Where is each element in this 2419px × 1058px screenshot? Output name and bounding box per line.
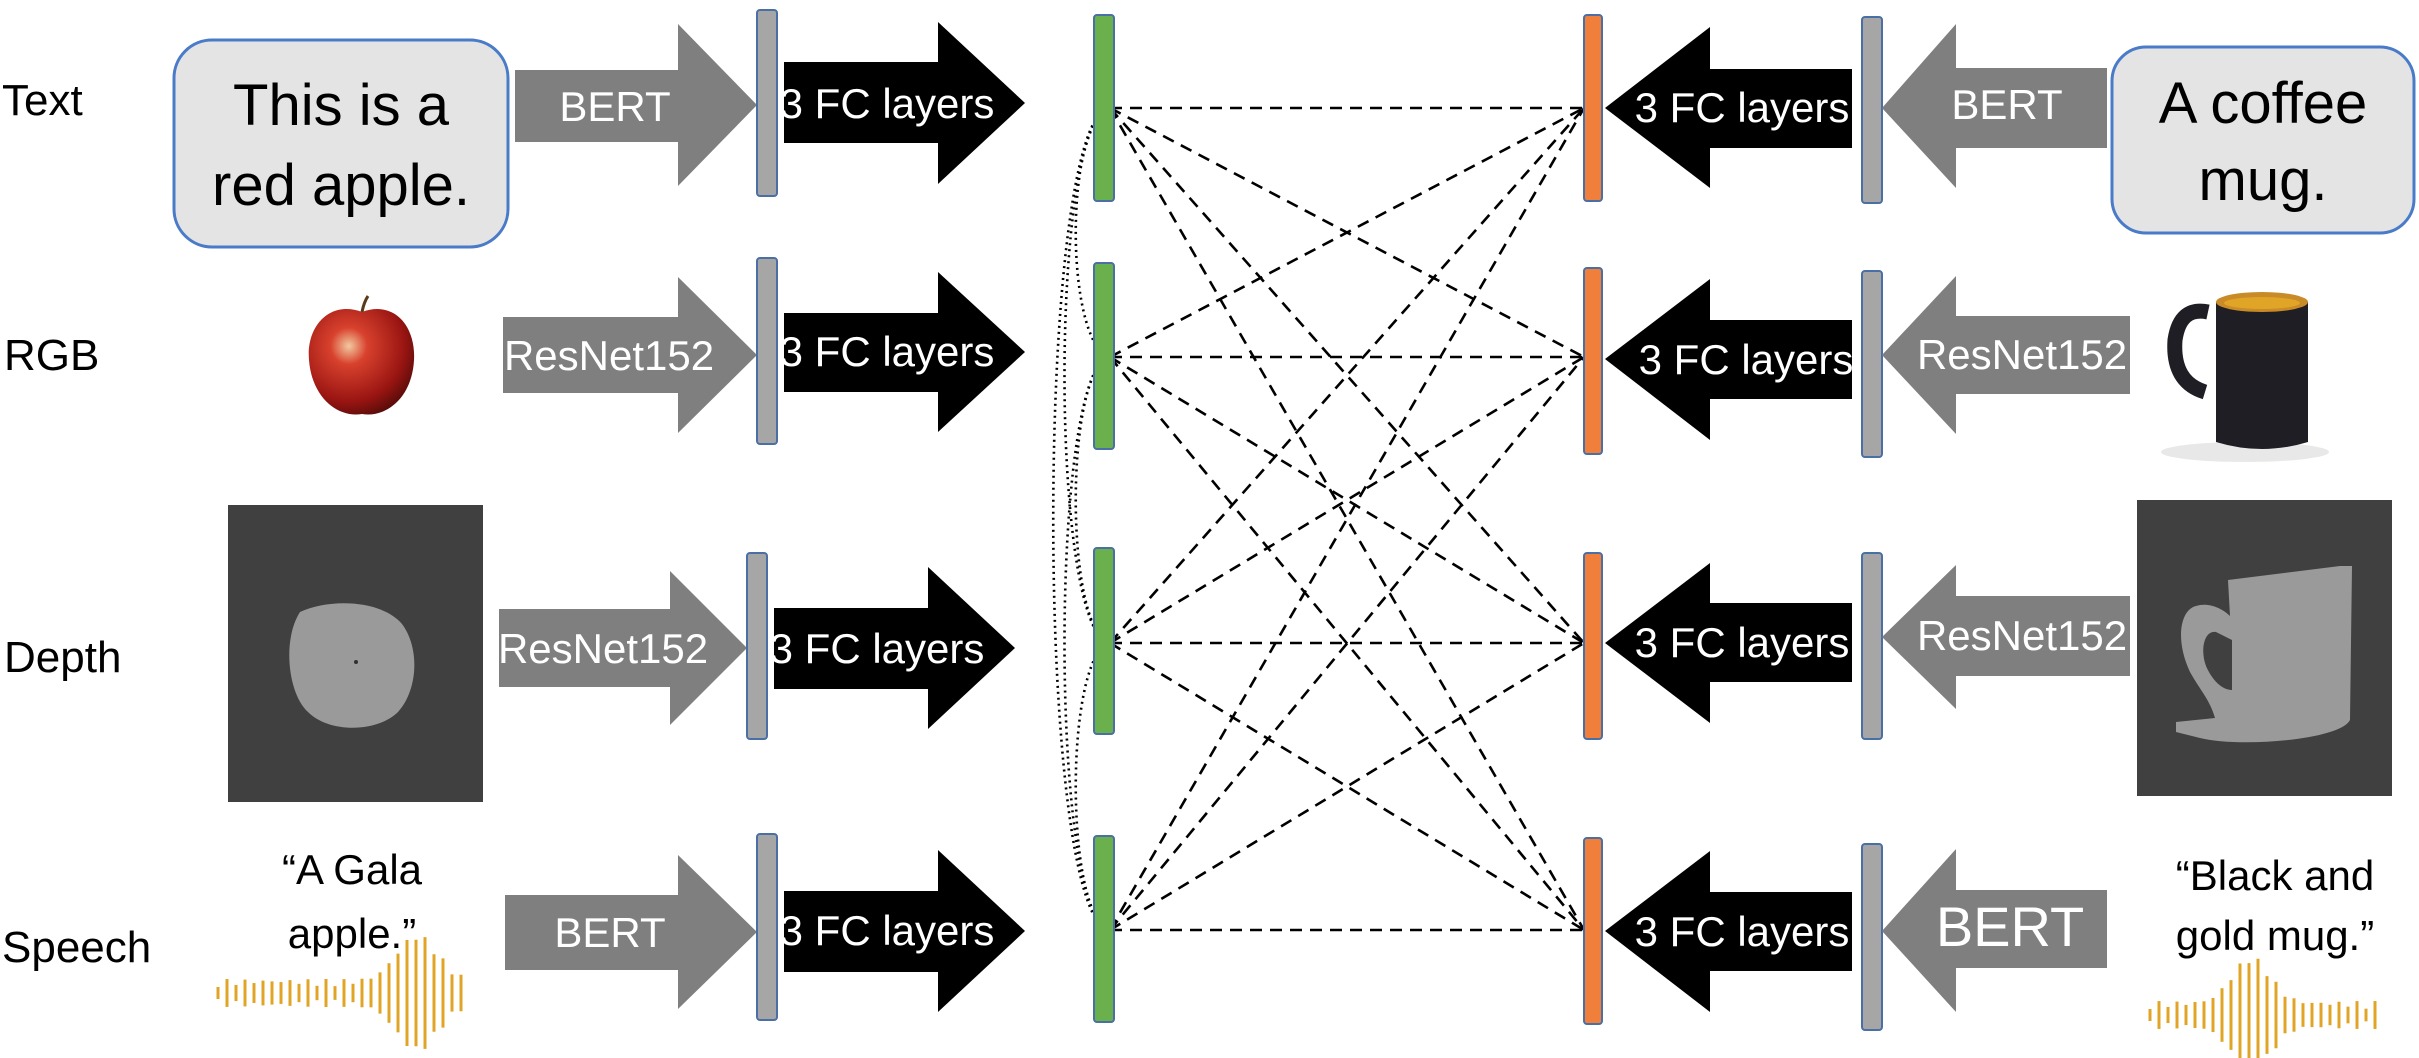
- mug-image: [2161, 292, 2329, 462]
- left-text-bubble: [172, 38, 510, 249]
- right-embedding-bar-0: [1583, 14, 1603, 202]
- left-text-line-1: This is a: [233, 73, 450, 138]
- cross-modal-link-1-2: [1109, 355, 1585, 645]
- right-text-line-2: mug.: [2199, 148, 2328, 213]
- row-label-text: Text: [2, 76, 83, 125]
- left-encoder-arrow-3: [505, 855, 757, 1009]
- right-text-line-1: A coffee: [2159, 71, 2368, 136]
- left-encoder-label-1: ResNet152: [504, 332, 714, 379]
- right-encoder-arrow-2: [1882, 565, 2130, 709]
- left-text-line-2: red apple.: [212, 153, 470, 218]
- left-encoder-arrow-0: [515, 24, 757, 186]
- cross-modal-link-1-0: [1109, 106, 1585, 359]
- right-fc-label-0: 3 FC layers: [1635, 84, 1850, 131]
- left-encoder-label-0: BERT: [559, 83, 670, 130]
- right-feature-bar-3: [1861, 843, 1883, 1031]
- left-feature-bar-1: [756, 257, 778, 445]
- left-fc-arrow-3: [784, 850, 1025, 1012]
- right-fc-arrow-1: [1605, 279, 1852, 440]
- apple-image: [308, 295, 415, 415]
- right-encoder-label-0: BERT: [1951, 81, 2062, 128]
- left-embedding-bar-0: [1093, 14, 1115, 202]
- right-fc-label-1: 3 FC layers: [1639, 336, 1854, 383]
- row-label-speech: Speech: [2, 923, 151, 972]
- right-speech-line-1: “Black and: [2176, 852, 2374, 899]
- left-fc-label-3: 3 FC layers: [780, 907, 995, 954]
- cross-modal-link-2-1: [1109, 355, 1585, 645]
- cross-modal-link-3-0: [1108, 107, 1586, 931]
- left-speech-line-2: apple.”: [288, 910, 416, 957]
- left-fc-arrow-0: [784, 22, 1025, 184]
- right-depth-image: [2137, 500, 2392, 796]
- intra-modal-link-2: [1052, 106, 1109, 932]
- left-feature-bar-2: [746, 552, 768, 740]
- left-embedding-bar-1: [1093, 262, 1115, 450]
- left-encoder-arrow-1: [503, 277, 757, 433]
- right-encoder-arrow-3: [1882, 849, 2107, 1012]
- cross-modal-link-0-3: [1108, 107, 1586, 931]
- intra-modal-link-1: [1063, 106, 1109, 645]
- right-speech-waveform: [2148, 958, 2377, 1058]
- left-embedding-bar-2: [1093, 547, 1115, 735]
- right-feature-bar-2: [1861, 552, 1883, 740]
- right-fc-arrow-2: [1605, 563, 1852, 723]
- right-encoder-arrow-1: [1882, 276, 2130, 434]
- right-encoder-arrow-0: [1882, 24, 2107, 188]
- left-feature-bar-0: [756, 9, 778, 197]
- left-speech-waveform: [216, 937, 463, 1049]
- left-fc-label-0: 3 FC layers: [780, 80, 995, 127]
- right-fc-arrow-0: [1605, 27, 1852, 188]
- right-embedding-bar-2: [1583, 552, 1603, 740]
- right-fc-label-3: 3 FC layers: [1635, 908, 1850, 955]
- left-fc-arrow-1: [784, 272, 1025, 432]
- right-fc-arrow-3: [1605, 851, 1852, 1012]
- left-encoder-label-3: BERT: [554, 909, 665, 956]
- row-label-depth: Depth: [4, 633, 121, 682]
- right-speech-line-2: gold mug.”: [2176, 912, 2374, 959]
- right-encoder-label-2: ResNet152: [1917, 612, 2127, 659]
- cross-modal-link-2-3: [1109, 641, 1585, 932]
- left-fc-arrow-2: [774, 567, 1015, 729]
- right-embedding-bar-1: [1583, 267, 1603, 455]
- intra-modal-link-0: [1074, 106, 1109, 359]
- left-encoder-label-2: ResNet152: [498, 625, 708, 672]
- waveforms: [216, 937, 2377, 1058]
- left-feature-bar-3: [756, 833, 778, 1021]
- right-text-bubble: [2110, 45, 2416, 235]
- right-feature-bar-1: [1861, 270, 1883, 458]
- left-embedding-bar-3: [1093, 835, 1115, 1023]
- left-depth-image: [228, 505, 483, 802]
- right-encoder-label-3: BERT: [1936, 895, 2084, 958]
- left-fc-label-1: 3 FC layers: [780, 328, 995, 375]
- right-embedding-bar-3: [1583, 837, 1603, 1025]
- right-fc-label-2: 3 FC layers: [1635, 619, 1850, 666]
- cross-modal-link-3-1: [1108, 356, 1586, 931]
- cross-modal-link-3-2: [1109, 641, 1585, 932]
- row-label-rgb: RGB: [4, 331, 99, 380]
- contrastive-connections: [1052, 106, 1586, 932]
- right-feature-bar-0: [1861, 16, 1883, 204]
- left-encoder-arrow-2: [499, 571, 747, 725]
- right-encoder-label-1: ResNet152: [1917, 331, 2127, 378]
- left-fc-label-2: 3 FC layers: [770, 625, 985, 672]
- left-speech-line-1: “A Gala: [282, 846, 423, 893]
